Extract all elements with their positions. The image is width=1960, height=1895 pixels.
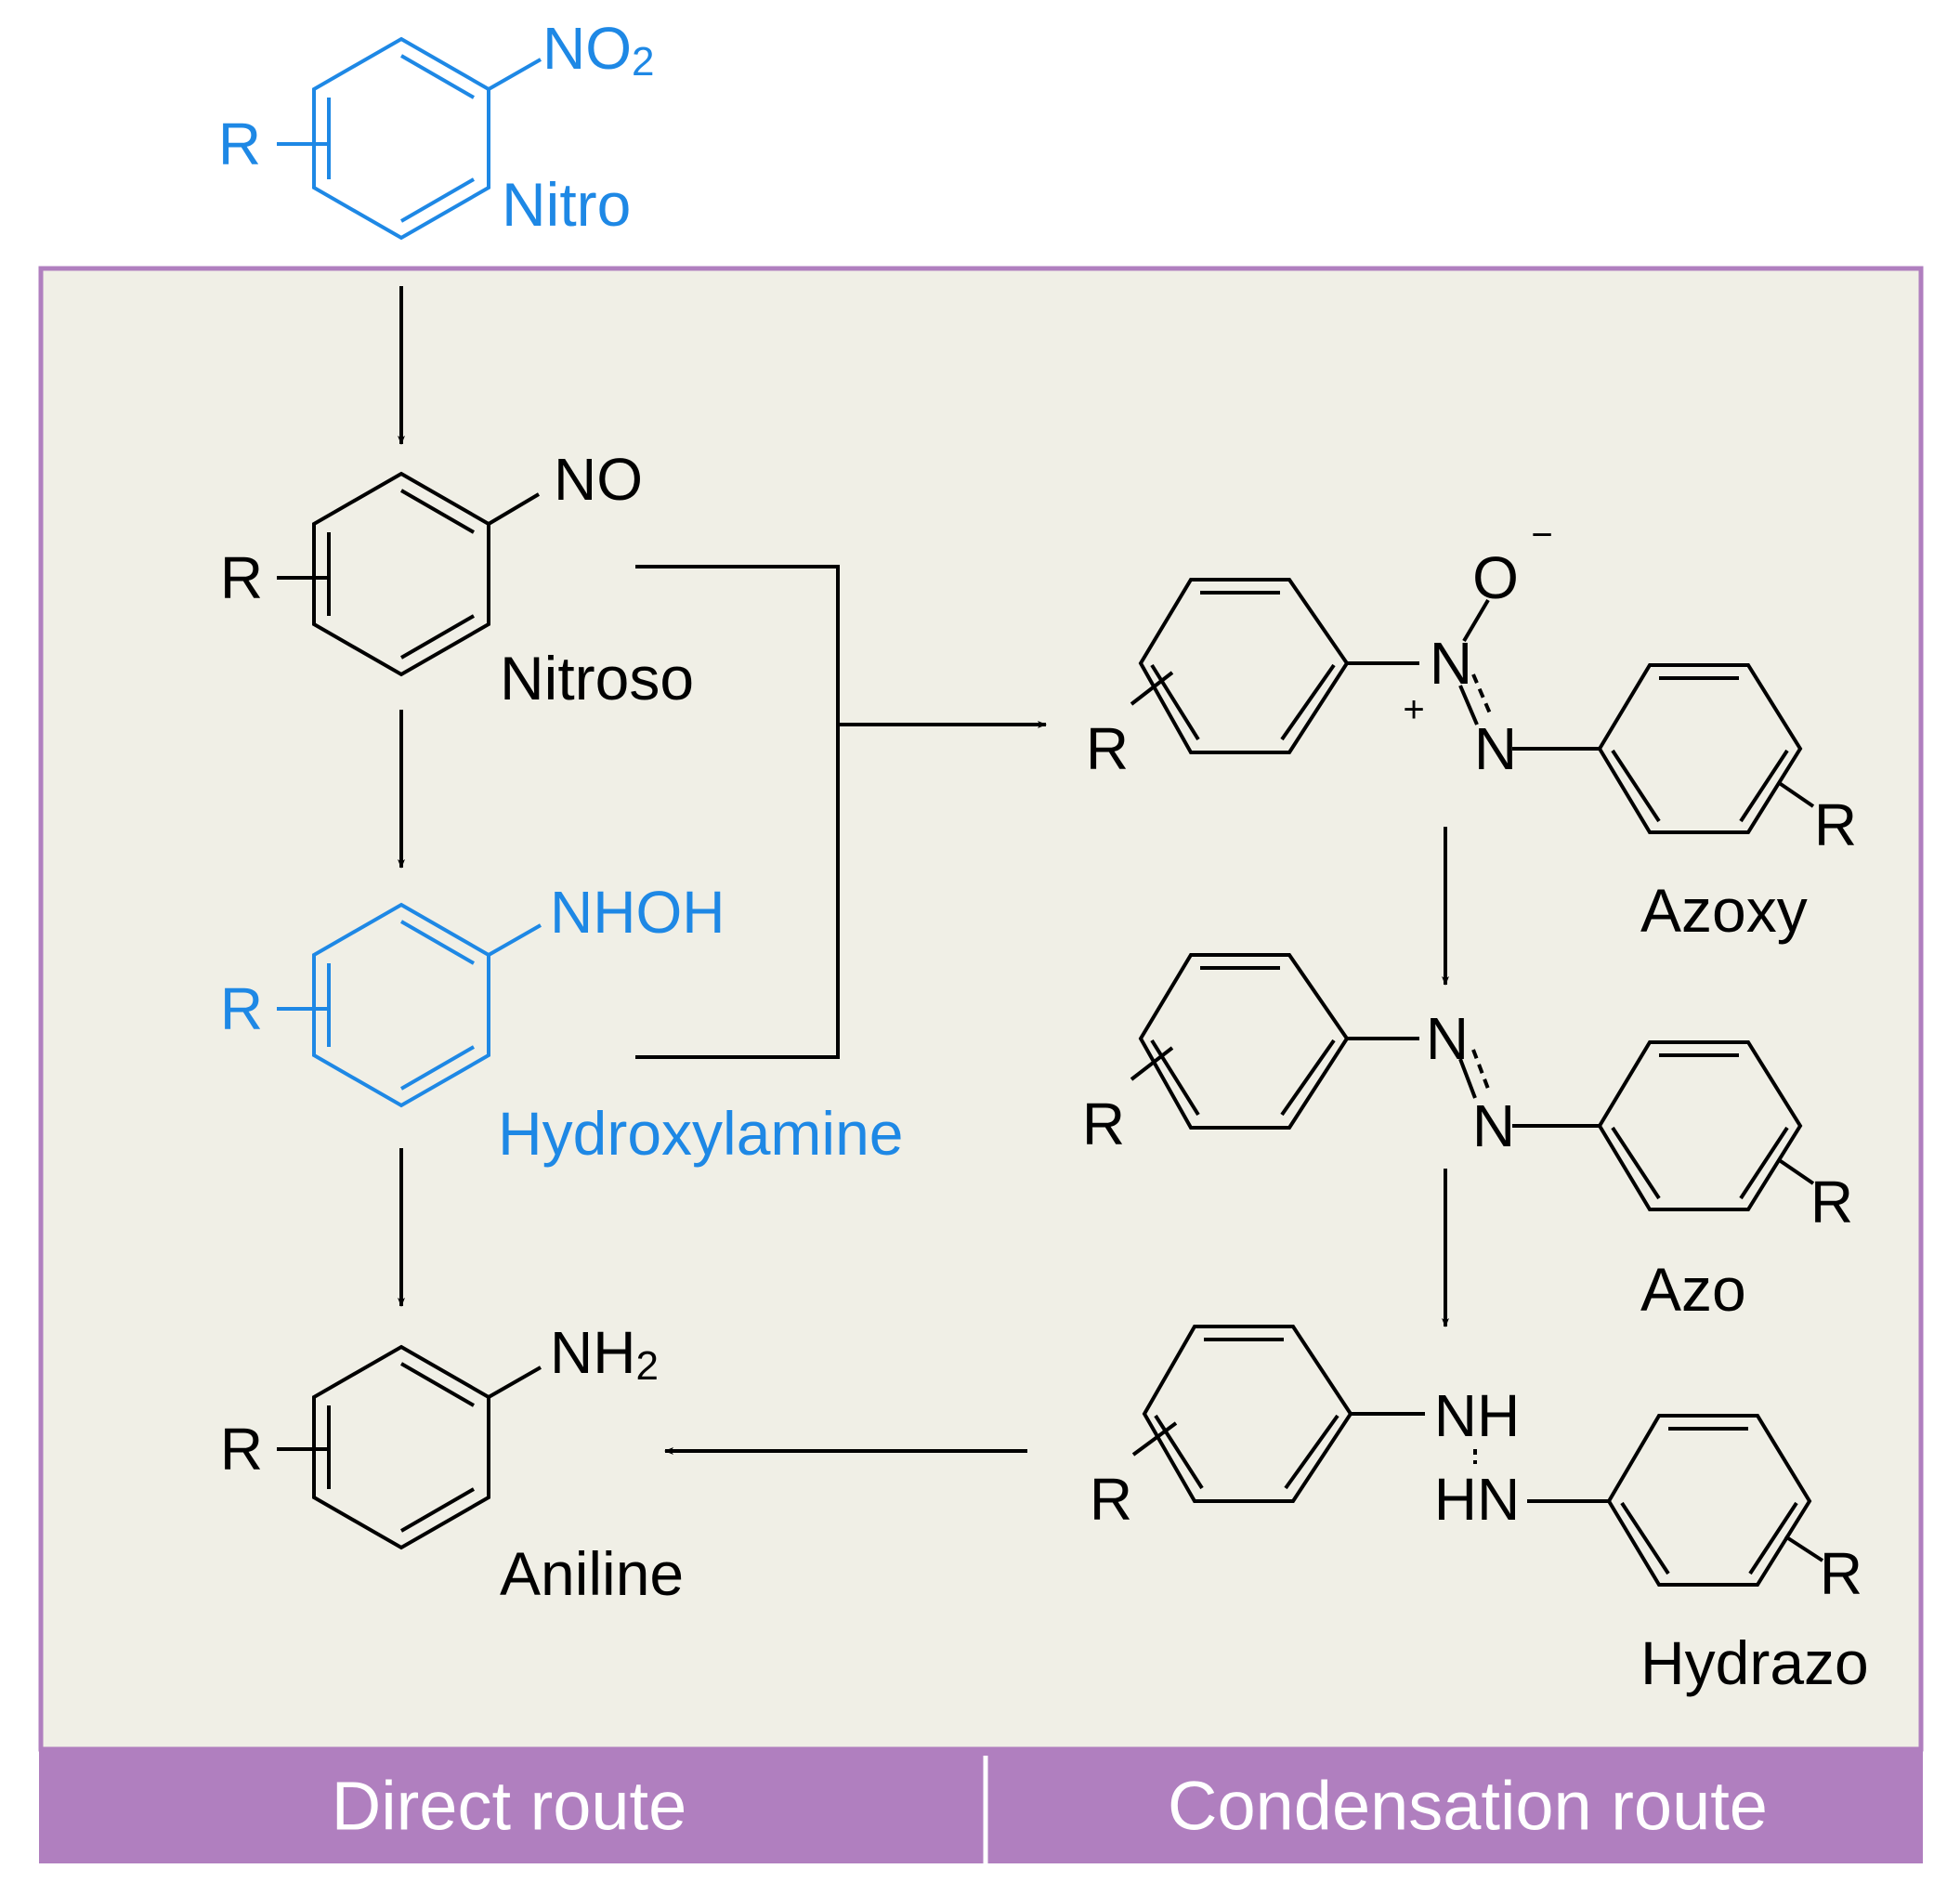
hydroxylamine-compound-label: Hydroxylamine (498, 1099, 903, 1168)
hydrazo-hn-label: HN (1434, 1466, 1520, 1533)
hydroxylamine-substituent-label: NHOH (550, 879, 725, 946)
azo-n-lower-label: N (1472, 1092, 1515, 1159)
azoxy-n-lower-label: N (1474, 715, 1517, 782)
nitroso-compound-label: Nitroso (500, 644, 694, 712)
aniline-compound-label: Aniline (500, 1539, 684, 1608)
condensation-route-label: Condensation route (1168, 1768, 1768, 1845)
azo-structure (1130, 953, 1815, 1211)
azo-n-upper-label: N (1426, 1005, 1469, 1072)
azoxy-n-plus-charge: + (1403, 689, 1424, 730)
nitro-r-label: R (218, 111, 261, 177)
azoxy-r-left-label: R (1086, 715, 1129, 782)
azoxy-o-label: O (1472, 544, 1519, 611)
nitro-structure (277, 36, 542, 241)
direct-route-label: Direct route (332, 1768, 686, 1845)
azoxy-structure (1130, 578, 1815, 834)
azo-r-right-label: R (1810, 1169, 1853, 1235)
azo-compound-label: Azo (1640, 1255, 1746, 1324)
hydrazo-structure (1131, 1325, 1824, 1587)
azoxy-n-upper-label: N (1430, 630, 1472, 697)
nitro-compound-label: Nitro (502, 170, 631, 239)
condensation-bracket (635, 565, 840, 1059)
nitroso-r-label: R (220, 544, 263, 611)
nitro-substituent-label: NO2 (542, 15, 654, 85)
footer-bar (39, 1748, 1923, 1863)
hydrazo-nh-label: NH (1434, 1382, 1520, 1449)
aniline-r-label: R (220, 1416, 263, 1483)
azoxy-r-right-label: R (1814, 791, 1857, 858)
nitroso-structure (277, 471, 541, 677)
hydroxylamine-r-label: R (220, 975, 263, 1042)
azo-r-left-label: R (1082, 1091, 1125, 1157)
hydrazo-r-right-label: R (1820, 1540, 1862, 1607)
hydrazo-r-left-label: R (1090, 1466, 1132, 1533)
hydrazo-compound-label: Hydrazo (1640, 1628, 1869, 1697)
nitroso-substituent-label: NO (554, 446, 643, 513)
azoxy-compound-label: Azoxy (1640, 876, 1808, 945)
azoxy-o-minus-charge: − (1531, 515, 1552, 555)
aniline-substituent-label: NH2 (550, 1319, 659, 1389)
hydroxylamine-structure (277, 902, 542, 1108)
aniline-structure (277, 1344, 542, 1550)
